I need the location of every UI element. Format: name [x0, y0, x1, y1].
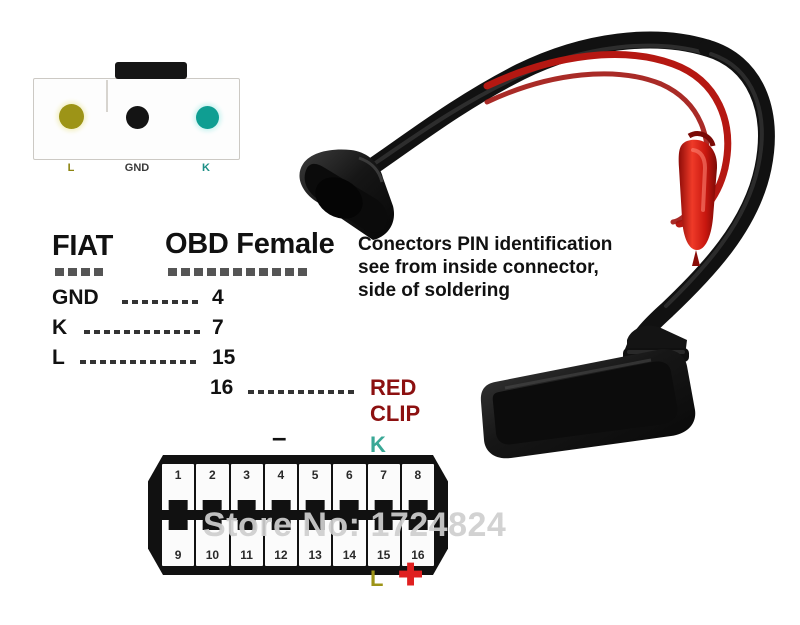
heading-obd-female: OBD Female	[165, 228, 335, 260]
mapping-row-16: 16 RED CLIP	[52, 375, 420, 426]
obd2-female-connector-photo	[480, 325, 696, 459]
pin-dot-gnd	[126, 106, 149, 129]
obd-pin-number: 14	[342, 548, 357, 562]
pin-dot-k	[196, 106, 219, 129]
obd-pin-number: 11	[240, 548, 253, 562]
obd-pin-slot: 1	[162, 464, 195, 510]
obd-pin-number: 8	[414, 468, 422, 482]
obd-pin-slot: 11	[230, 520, 263, 566]
obd-pin-slot: 7	[367, 464, 400, 510]
red-alligator-clip	[678, 131, 718, 266]
mapping-signal: L	[52, 346, 65, 369]
obd-pin-number: 13	[308, 548, 322, 562]
obd-pin-number: 16	[411, 548, 425, 562]
obd-pin-number: 2	[209, 468, 216, 482]
signal-marker-k: K	[370, 432, 386, 457]
mapping-row-k: K 7	[52, 316, 352, 346]
wire-red-inner-loop	[484, 71, 710, 225]
cable-black-loop	[624, 39, 775, 361]
mapping-target-red-clip: RED CLIP	[370, 375, 421, 426]
signal-marker-l: L	[370, 566, 384, 591]
mapping-signal: K	[52, 316, 68, 339]
pin-label-k: K	[202, 162, 210, 174]
obd-pin-number: 15	[376, 548, 391, 562]
connector-divider-line	[106, 80, 108, 112]
connector-latch-tab-icon	[115, 62, 187, 79]
heading-underline-fiat	[55, 268, 107, 276]
mapping-pin-number: 7	[212, 316, 224, 339]
obd-pin-number: 10	[205, 548, 220, 562]
obd-pin-number: 5	[311, 468, 319, 482]
wire-red-upper	[483, 51, 732, 172]
obd-pin-number: 4	[277, 468, 285, 482]
heading-underline-obd	[168, 268, 310, 276]
note-line-2: see from inside connector,	[358, 257, 599, 279]
mapping-dotted-connector	[122, 300, 200, 304]
obd-pin-slot: 2	[196, 464, 229, 510]
heading-fiat: FIAT	[52, 230, 114, 262]
pin-label-l: L	[67, 162, 75, 174]
obd-pin-number: 3	[243, 468, 250, 482]
mapping-pin-number: 4	[212, 286, 224, 309]
obd-pin-slot: 15	[367, 520, 400, 566]
mapping-signal: GND	[52, 286, 99, 309]
obd-pin-slot: 10	[196, 520, 229, 566]
mapping-dotted-connector	[84, 330, 200, 334]
obd-pin-slot: 6	[333, 464, 366, 510]
mapping-pin-number: 15	[212, 346, 236, 369]
mapping-dotted-connector	[80, 360, 200, 364]
fiat-connector-diagram: L GND K	[33, 62, 240, 174]
adapter-cable-photo	[255, 10, 800, 470]
pin-mapping-list: GND 4 K 7 L 15 16 RED CLIP	[52, 286, 420, 426]
obd-pin-number: 7	[380, 468, 387, 482]
obd-connector-pin-area: 1 2 3 4 5 6 7 8 9 10 11 12 13 14 15 16	[161, 464, 435, 566]
mapping-row-gnd: GND 4	[52, 286, 352, 316]
cable-illustration	[299, 31, 775, 459]
obd-pin-number: 9	[174, 548, 182, 562]
obd-pin-number: 1	[174, 468, 182, 482]
pin-label-gnd: GND	[124, 162, 150, 174]
obd-pin-number: 6	[346, 468, 353, 482]
polarity-marker-minus: –	[272, 422, 287, 452]
obd-pin-slot: 12	[264, 520, 297, 566]
mapping-dotted-connector	[248, 390, 358, 394]
note-line-3: side of soldering	[358, 280, 511, 302]
obd-pin-slot: 16	[401, 520, 434, 566]
mapping-pin-number: 16	[210, 376, 234, 399]
cable-black-loop-highlight	[664, 52, 764, 308]
obd-pin-slot: 14	[333, 520, 366, 566]
pin-dot-l	[59, 104, 84, 129]
polarity-marker-plus: ✚	[398, 559, 424, 592]
obd-pin-slot: 13	[299, 520, 332, 566]
obd-pin-slot: 9	[162, 520, 195, 566]
obd-pin-slot: 4	[264, 464, 297, 510]
obd-pin-slot: 5	[299, 464, 332, 510]
obd2-16pin-pinout-diagram: 1 2 3 4 5 6 7 8 9 10 11 12 13 14 15 16	[148, 455, 448, 575]
fiat-3pin-male-connector-photo	[299, 149, 395, 240]
obd-pin-slot: 3	[230, 464, 263, 510]
instruction-note: Conectors PIN identification see from in…	[358, 233, 688, 303]
obd-pin-row-top: 1 2 3 4 5 6 7 8	[161, 464, 435, 510]
obd-pin-number: 12	[274, 548, 288, 562]
obd-pin-row-bottom: 9 10 11 12 13 14 15 16	[161, 520, 435, 566]
mapping-row-l: L 15	[52, 346, 352, 376]
note-line-1: Conectors PIN identification	[358, 234, 613, 255]
obd-pin-slot: 8	[401, 464, 434, 510]
